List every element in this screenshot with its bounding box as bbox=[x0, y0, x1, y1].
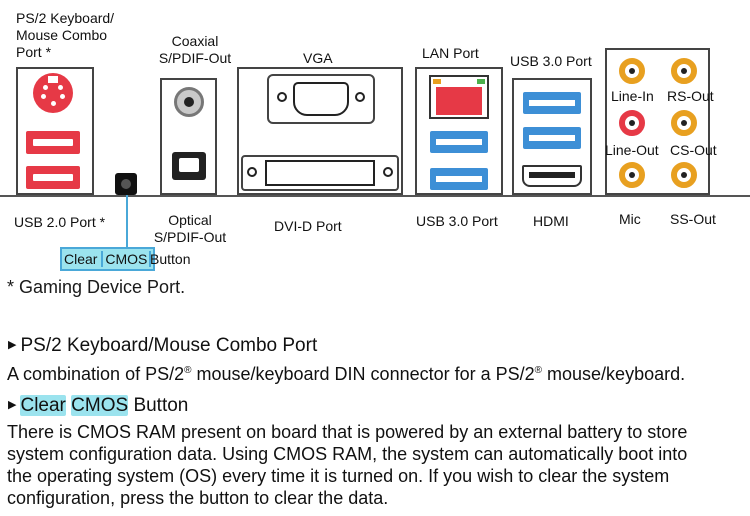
clear-cmos-callout-button-label: Button bbox=[150, 251, 191, 267]
label-usb20: USB 2.0 Port * bbox=[14, 214, 106, 230]
clear-cmos-leader-line bbox=[126, 195, 128, 247]
audio-block bbox=[605, 48, 710, 195]
usb3-port-icon bbox=[430, 131, 488, 153]
label-rs-out: RS-Out bbox=[667, 88, 714, 104]
label-cs-out: CS-Out bbox=[670, 142, 717, 158]
section-heading-ps2: ▶PS/2 Keyboard/Mouse Combo Port bbox=[8, 335, 318, 356]
usb2-port-icon bbox=[26, 166, 80, 189]
section-body-ps2: A combination of PS/2® mouse/keyboard DI… bbox=[7, 364, 686, 384]
usb2-port-icon bbox=[26, 131, 80, 154]
label-ss-out: SS-Out bbox=[670, 211, 716, 227]
ss-out-jack-icon bbox=[671, 162, 697, 188]
line-out-jack-icon bbox=[619, 110, 645, 136]
usb3-port-icon bbox=[523, 127, 581, 149]
hdmi-port-icon bbox=[522, 165, 582, 187]
clear-cmos-callout: Clear CMOS bbox=[60, 247, 156, 271]
cs-out-jack-icon bbox=[671, 110, 697, 136]
label-line-in: Line-In bbox=[611, 88, 654, 104]
label-line-out: Line-Out bbox=[605, 142, 659, 158]
ps2-usb2-block bbox=[16, 67, 94, 195]
usb3-port-icon bbox=[430, 168, 488, 190]
panel-baseline bbox=[0, 195, 750, 197]
usb3-port-icon bbox=[523, 92, 581, 114]
label-optical-spdif: Optical S/PDIF-Out bbox=[153, 212, 227, 245]
bullet-triangle-icon: ▶ bbox=[8, 339, 17, 351]
ps2-port-icon bbox=[33, 73, 73, 113]
label-coaxial-spdif: Coaxial S/PDIF-Out bbox=[158, 33, 232, 66]
label-mic: Mic bbox=[619, 211, 641, 227]
dvi-port-icon bbox=[241, 155, 399, 191]
label-dvid: DVI-D Port bbox=[274, 218, 342, 234]
bullet-triangle-icon: ▶ bbox=[8, 399, 17, 411]
optical-port-icon bbox=[172, 152, 206, 180]
mic-jack-icon bbox=[619, 162, 645, 188]
section-heading-clear-cmos: ▶Clear CMOS Button bbox=[8, 395, 189, 416]
line-in-jack-icon bbox=[619, 58, 645, 84]
vga-dvi-block bbox=[237, 67, 403, 195]
coaxial-port-icon bbox=[174, 87, 204, 117]
label-usb30-top: USB 3.0 Port bbox=[510, 53, 592, 69]
label-usb30-bottom: USB 3.0 Port bbox=[416, 213, 498, 229]
lan-port-icon bbox=[429, 75, 489, 119]
clear-cmos-button-icon[interactable] bbox=[115, 173, 137, 195]
spdif-block bbox=[160, 78, 217, 195]
vga-port-icon bbox=[267, 74, 375, 124]
label-lan-port: LAN Port bbox=[422, 45, 479, 61]
rs-out-jack-icon bbox=[671, 58, 697, 84]
lan-usb3-block bbox=[415, 67, 503, 195]
section-body-clear-cmos: There is CMOS RAM present on board that … bbox=[7, 422, 688, 508]
label-vga: VGA bbox=[303, 50, 333, 66]
label-hdmi: HDMI bbox=[533, 213, 569, 229]
label-ps2-combo: PS/2 Keyboard/ Mouse Combo Port * bbox=[16, 10, 115, 60]
usb3-hdmi-block bbox=[512, 78, 592, 195]
gaming-device-note: * Gaming Device Port. bbox=[7, 277, 186, 297]
